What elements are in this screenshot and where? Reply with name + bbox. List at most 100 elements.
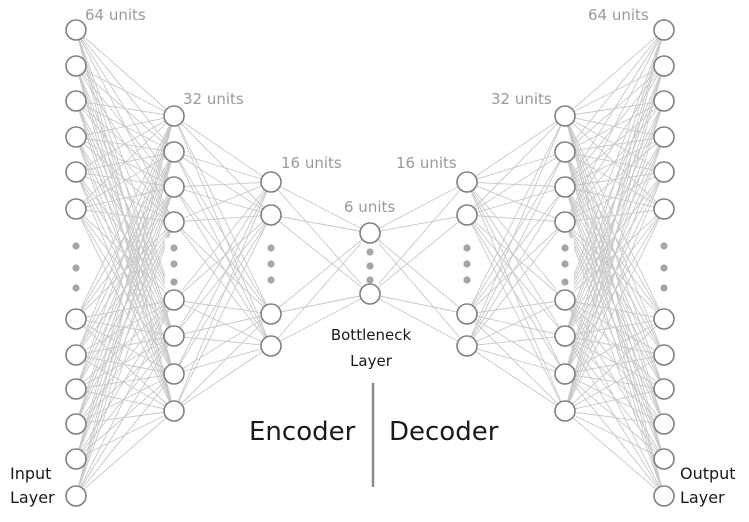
connection-edge: [173, 181, 272, 412]
input-neuron: [65, 413, 87, 435]
connection-edge: [75, 208, 175, 375]
output-neuron: [653, 485, 675, 507]
connection-edge: [466, 181, 566, 301]
connection-edge: [369, 232, 468, 347]
enc16-neuron: [260, 171, 282, 193]
enc32-neuron: [163, 400, 185, 422]
connection-edge: [75, 115, 175, 390]
bottleneck-label-line2: Layer: [350, 352, 392, 370]
connection-edge: [564, 388, 665, 412]
input-neuron: [65, 448, 87, 470]
output-neuron: [653, 198, 675, 220]
dec16-neuron: [456, 335, 478, 357]
connection-edge: [466, 313, 566, 375]
enc32-neuron: [163, 289, 185, 311]
connection-edge: [466, 313, 566, 412]
input-neuron: [65, 485, 87, 507]
connection-edge: [173, 335, 272, 347]
bottleneck-units-label: 6 units: [344, 198, 396, 216]
dec32-ellipsis-dot: [561, 260, 569, 268]
connection-edge: [564, 318, 665, 337]
connection-edge: [564, 335, 665, 390]
dec16-ellipsis-dot: [463, 276, 471, 284]
input-layer-label-line1: Input: [10, 464, 52, 483]
connection-edge: [564, 410, 665, 460]
connection-edge: [75, 115, 175, 356]
connection-edge: [369, 293, 468, 315]
connection-edge: [173, 115, 272, 347]
enc32-neuron: [163, 176, 185, 198]
connection-edge: [564, 410, 665, 425]
connection-edge: [173, 115, 272, 216]
input-ellipsis-dot: [72, 264, 80, 272]
connection-edge: [75, 354, 175, 375]
connection-edge: [75, 29, 175, 301]
connection-edge: [270, 232, 371, 347]
connection-edge: [564, 29, 665, 375]
connection-edge: [75, 373, 175, 390]
input-neuron: [65, 308, 87, 330]
output-ellipsis-dot: [660, 284, 668, 292]
connection-edge: [369, 293, 468, 347]
connection-edge: [466, 115, 566, 315]
connection-edge: [75, 335, 175, 497]
output-neuron: [653, 161, 675, 183]
connection-edge: [466, 151, 566, 347]
enc16-ellipsis-dot: [267, 260, 275, 268]
decoder-layer1-units-label: 64 units: [588, 6, 649, 24]
connection-edge: [173, 345, 272, 375]
output-layer-label-line1: Output: [680, 464, 736, 483]
enc16-neuron: [260, 204, 282, 226]
output-neuron: [653, 413, 675, 435]
connection-edge: [75, 186, 175, 497]
connection-edge: [564, 221, 665, 390]
dec32-neuron: [554, 325, 576, 347]
connection-edge: [466, 221, 566, 347]
dec32-neuron: [554, 211, 576, 233]
connection-edge: [369, 232, 468, 315]
connection-edge: [564, 335, 665, 425]
connection-edge: [75, 299, 175, 356]
connection-edge: [564, 221, 665, 356]
connection-edge: [466, 299, 566, 315]
connection-edge: [564, 100, 665, 223]
dec32-ellipsis-dot: [561, 278, 569, 286]
connection-edge: [564, 335, 665, 356]
connection-edge: [173, 115, 272, 315]
dec32-neuron: [554, 400, 576, 422]
connection-edge: [466, 299, 566, 347]
connection-edge: [564, 171, 665, 223]
connection-edge: [173, 214, 272, 223]
output-neuron: [653, 448, 675, 470]
connection-edge: [173, 313, 272, 412]
enc32-neuron: [163, 363, 185, 385]
connection-edge: [564, 373, 665, 425]
input-neuron: [65, 161, 87, 183]
connection-edge: [466, 313, 566, 337]
connection-edge: [173, 151, 272, 347]
connection-edge: [369, 214, 468, 234]
connection-edge: [173, 214, 272, 301]
connection-edge: [564, 100, 665, 337]
connection-edge: [466, 181, 566, 337]
connection-edge: [75, 299, 175, 497]
connection-edge: [75, 171, 175, 188]
connection-edge: [369, 181, 468, 234]
connection-edge: [173, 181, 272, 188]
output-neuron: [653, 378, 675, 400]
connection-edge: [270, 214, 371, 234]
connection-edge: [270, 181, 371, 295]
encoder-label: Encoder: [249, 417, 356, 447]
connection-edge: [75, 65, 175, 375]
output-layer-label: Output Layer: [680, 462, 736, 510]
connection-edge: [466, 151, 566, 315]
dec32-neuron: [554, 105, 576, 127]
connection-edge: [564, 221, 665, 320]
input-neuron: [65, 344, 87, 366]
output-neuron: [653, 344, 675, 366]
connection-edge: [564, 29, 665, 153]
connection-edge: [466, 345, 566, 412]
connection-edge: [270, 232, 371, 315]
connection-edge: [564, 171, 665, 337]
